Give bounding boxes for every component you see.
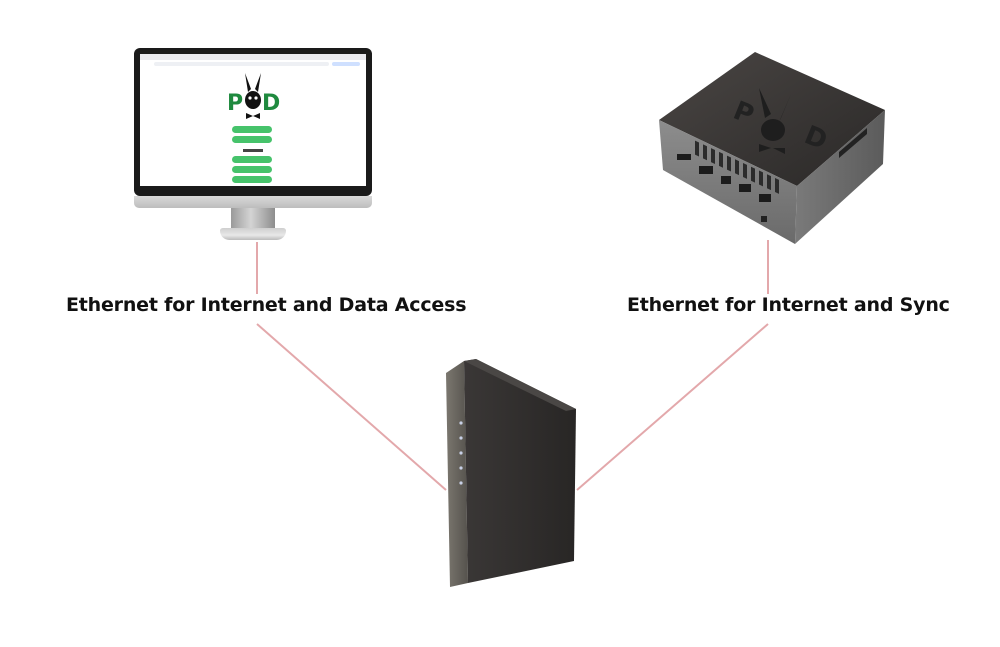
screen-button-3 bbox=[232, 156, 272, 163]
cable-monitor-diagonal bbox=[256, 323, 447, 491]
svg-text:P: P bbox=[227, 91, 243, 116]
screen-button-5 bbox=[232, 176, 272, 183]
label-internet-data-access: Ethernet for Internet and Data Access bbox=[62, 294, 471, 316]
desktop-monitor-icon: P D bbox=[134, 48, 372, 244]
browser-extension-button bbox=[332, 62, 360, 66]
monitor-screen: P D bbox=[140, 54, 366, 186]
mini-pc-icon: P D bbox=[655, 48, 890, 248]
cable-minipc-diagonal bbox=[576, 323, 769, 491]
browser-tab-bar bbox=[140, 54, 366, 60]
monitor-chin bbox=[134, 196, 372, 208]
rabbit-pod-logo: P D bbox=[227, 73, 280, 119]
monitor-bezel: P D bbox=[134, 48, 372, 196]
screen-subheading bbox=[243, 149, 263, 152]
screen-button-1 bbox=[232, 126, 272, 133]
label-internet-sync: Ethernet for Internet and Sync bbox=[623, 294, 954, 316]
screen-button-2 bbox=[232, 136, 272, 143]
svg-text:D: D bbox=[262, 91, 280, 116]
monitor-stand-neck bbox=[231, 208, 275, 230]
router-icon bbox=[436, 355, 586, 595]
screen-button-4 bbox=[232, 166, 272, 173]
browser-address-bar bbox=[154, 62, 329, 66]
monitor-stand-foot bbox=[220, 228, 286, 240]
